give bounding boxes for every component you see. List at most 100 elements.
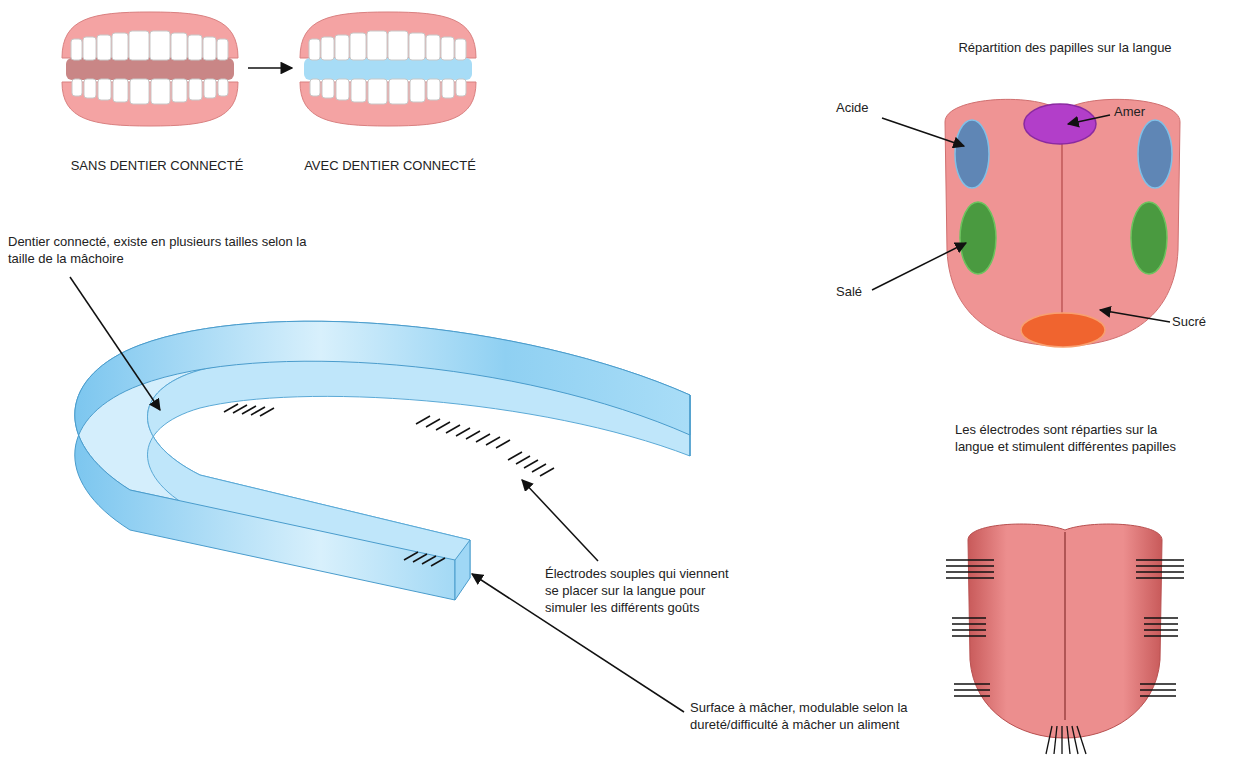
tongue-taste-map-part bbox=[960, 202, 996, 274]
denture-without-part bbox=[98, 79, 111, 100]
electrode-strokes-part bbox=[508, 452, 522, 460]
denture-with-part bbox=[304, 58, 472, 80]
denture-with-part bbox=[368, 79, 387, 104]
denture-with-part bbox=[310, 79, 320, 96]
tongue-electrodes-part-part bbox=[946, 577, 994, 578]
tongue-electrodes-part-part bbox=[1140, 695, 1176, 696]
denture-illustration bbox=[62, 12, 476, 126]
denture-without-part bbox=[66, 58, 234, 80]
figure-title: Répartition des papilles sur la langue bbox=[940, 40, 1190, 57]
transition-arrow bbox=[248, 67, 292, 69]
tongue-electrodes-part-part bbox=[1144, 617, 1178, 618]
electrode-strokes-part bbox=[404, 552, 418, 560]
caption: AVEC DENTIER CONNECTÉ bbox=[285, 158, 495, 175]
denture-without-part bbox=[113, 79, 128, 102]
electrode-strokes-part bbox=[422, 556, 436, 564]
tongue-electrodes-part-part bbox=[1061, 726, 1062, 754]
denture-with-part bbox=[350, 33, 366, 60]
tongue-electrodes-part-part bbox=[1144, 623, 1178, 624]
callout-text: Surface à mâcher, modulable selon la dur… bbox=[690, 700, 960, 734]
electrode-strokes-part bbox=[466, 431, 480, 439]
mouthguard-illustration-part bbox=[690, 395, 691, 456]
tongue-electrodes-part-part bbox=[946, 559, 994, 560]
denture-with-part bbox=[456, 79, 466, 96]
electrode-strokes-part bbox=[413, 554, 427, 562]
tongue-electrodes-part-part bbox=[954, 683, 990, 684]
taste-leader-part bbox=[1068, 115, 1110, 124]
electrode-strokes-part bbox=[416, 416, 430, 424]
callout-leader bbox=[70, 277, 684, 712]
tongue-electrodes-part-part bbox=[952, 635, 986, 636]
denture-without-part bbox=[71, 39, 82, 60]
tongue-electrodes-part-part bbox=[952, 617, 986, 618]
denture-with-part bbox=[367, 31, 387, 60]
tongue-electrodes-part-part bbox=[1140, 683, 1176, 684]
electrode-strokes-part bbox=[540, 468, 554, 476]
callout-leader-part bbox=[522, 480, 598, 561]
tongue-electrodes-part-part bbox=[1144, 635, 1178, 636]
electrode-strokes-part bbox=[516, 456, 530, 464]
mouthguard-illustration bbox=[75, 321, 690, 600]
electrode-strokes-part bbox=[260, 408, 274, 416]
tongue-electrodes-part-part bbox=[1072, 726, 1078, 754]
denture-with-part bbox=[336, 79, 349, 100]
tongue-electrodes-part-part bbox=[952, 629, 986, 630]
denture-with-part bbox=[309, 39, 320, 60]
tongue-electrodes-part-part bbox=[1136, 565, 1184, 566]
denture-without-part bbox=[97, 35, 111, 60]
denture-without-part bbox=[84, 79, 96, 98]
tongue-electrodes-part-part bbox=[1054, 726, 1057, 754]
tongue-electrodes-part-part bbox=[946, 571, 994, 572]
taste-leader-part bbox=[882, 118, 964, 146]
denture-without-part bbox=[130, 79, 149, 104]
denture-without-part bbox=[112, 33, 128, 60]
caption: SANS DENTIER CONNECTÉ bbox=[52, 158, 262, 175]
taste-label: Salé bbox=[836, 284, 896, 301]
electrode-strokes-part bbox=[496, 440, 510, 448]
tongue-electrodes-part-part bbox=[1136, 559, 1184, 560]
denture-with-part bbox=[427, 79, 440, 100]
taste-leader-part bbox=[1100, 310, 1170, 322]
denture-without-part bbox=[171, 33, 187, 60]
taste-leader-part bbox=[872, 243, 966, 290]
denture-without-part bbox=[150, 31, 170, 60]
denture-without-part bbox=[129, 31, 149, 60]
tongue-electrodes-part-part bbox=[1046, 726, 1052, 754]
electrode-strokes-part bbox=[446, 425, 460, 433]
electrode-strokes-part bbox=[431, 558, 445, 566]
taste-label: Sucré bbox=[1172, 314, 1232, 331]
tongue-taste-map-part bbox=[1138, 120, 1172, 188]
callout-text: Électrodes souples qui viennent se place… bbox=[545, 566, 735, 617]
denture-with-part bbox=[441, 37, 454, 60]
tongue-electrodes-part-part bbox=[954, 695, 990, 696]
tongue-electrodes-part-part bbox=[1077, 726, 1086, 754]
electrode-strokes-part bbox=[524, 460, 538, 468]
denture-with-part bbox=[409, 33, 425, 60]
tongue-taste-map-part bbox=[1021, 313, 1105, 347]
tongue-taste-map-part bbox=[955, 120, 989, 188]
denture-with-part bbox=[322, 79, 334, 98]
denture-without-part bbox=[151, 79, 170, 104]
callout-leader-part bbox=[70, 277, 160, 410]
denture-without-part bbox=[188, 35, 202, 60]
tongue-electrodes-part-part bbox=[952, 623, 986, 624]
denture-without-part bbox=[217, 39, 228, 60]
denture-without-part bbox=[204, 79, 216, 98]
tongue-electrodes-part-part bbox=[954, 689, 990, 690]
denture-with-part bbox=[426, 35, 440, 60]
denture-without bbox=[62, 12, 238, 126]
electrode-strokes-part bbox=[436, 422, 450, 430]
tongue-taste-map-part bbox=[1131, 202, 1167, 274]
electrode-strokes-part bbox=[486, 437, 500, 445]
denture-with bbox=[300, 12, 476, 126]
tongue-electrodes-part-part bbox=[946, 565, 994, 566]
tongue-electrodes-part bbox=[968, 524, 1162, 738]
denture-with-part bbox=[389, 79, 408, 104]
denture-without-part bbox=[203, 37, 216, 60]
tongue-electrodes-part-part bbox=[1136, 577, 1184, 578]
denture-with-part bbox=[335, 35, 349, 60]
tongue-taste-map bbox=[945, 99, 1180, 347]
denture-with-part bbox=[388, 31, 408, 60]
tongue-electrodes-part-part bbox=[1140, 689, 1176, 690]
